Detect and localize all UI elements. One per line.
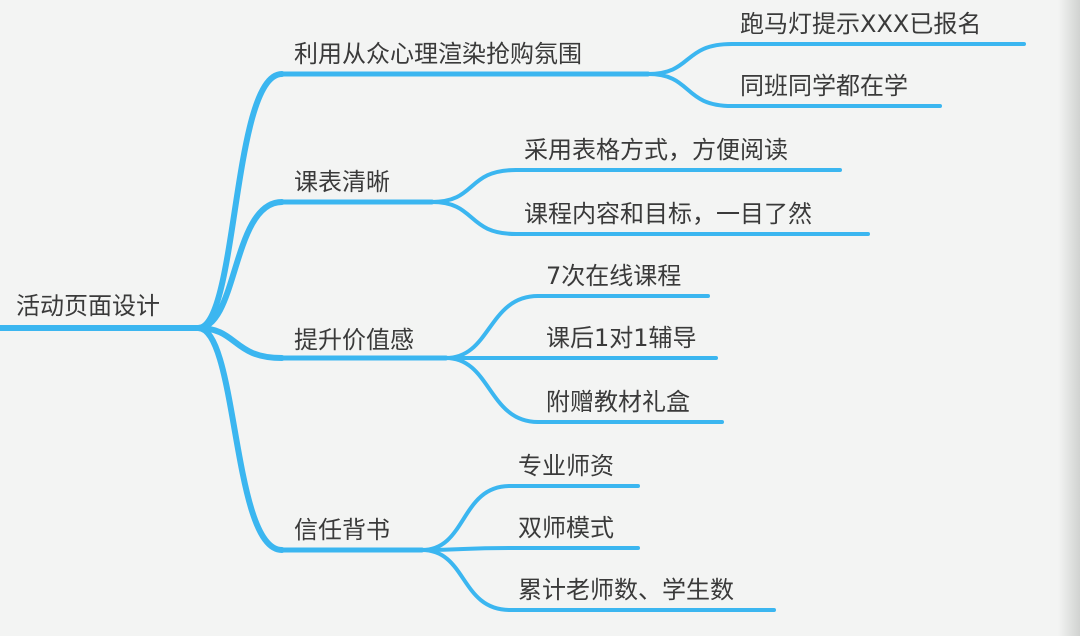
leaf-connector-3 <box>430 200 518 236</box>
leaf-label-gift-box[interactable]: 附赠教材礼盒 <box>546 388 690 416</box>
leaf-label-tutoring[interactable]: 课后1对1辅导 <box>546 324 697 352</box>
leaf-label-marquee[interactable]: 跑马灯提示XXX已报名 <box>740 10 982 38</box>
leaf-connector-7 <box>420 484 512 552</box>
leaf-connector-8 <box>420 546 512 552</box>
branch-label-conformity[interactable]: 利用从众心理渲染抢购氛围 <box>294 40 582 68</box>
root-node-label[interactable]: 活动页面设计 <box>16 292 160 320</box>
leaf-connector-4 <box>444 294 540 360</box>
leaf-label-course-goals[interactable]: 课程内容和目标，一目了然 <box>524 200 812 228</box>
leaf-connector-0 <box>646 42 734 76</box>
leaf-label-teachers[interactable]: 专业师资 <box>518 452 614 480</box>
leaf-connector-9 <box>420 548 512 612</box>
leaf-connector-6 <box>444 356 540 424</box>
page-edge-shadow <box>1058 0 1080 636</box>
leaf-label-online-courses[interactable]: 7次在线课程 <box>546 262 682 290</box>
leaf-connector-1 <box>646 72 734 108</box>
branch-connector-1 <box>195 199 285 331</box>
branch-label-value[interactable]: 提升价值感 <box>294 326 414 354</box>
branch-label-schedule[interactable]: 课表清晰 <box>294 168 390 196</box>
leaf-label-table-format[interactable]: 采用表格方式，方便阅读 <box>524 136 788 164</box>
leaf-connector-2 <box>430 168 518 204</box>
leaf-label-dual-teacher[interactable]: 双师模式 <box>518 514 614 542</box>
branch-connector-2 <box>195 325 285 361</box>
branch-connector-0 <box>195 71 285 331</box>
leaf-label-classmates[interactable]: 同班同学都在学 <box>740 72 908 100</box>
leaf-label-totals[interactable]: 累计老师数、学生数 <box>518 576 734 604</box>
branch-label-trust[interactable]: 信任背书 <box>294 516 390 544</box>
branch-connector-3 <box>195 325 285 553</box>
